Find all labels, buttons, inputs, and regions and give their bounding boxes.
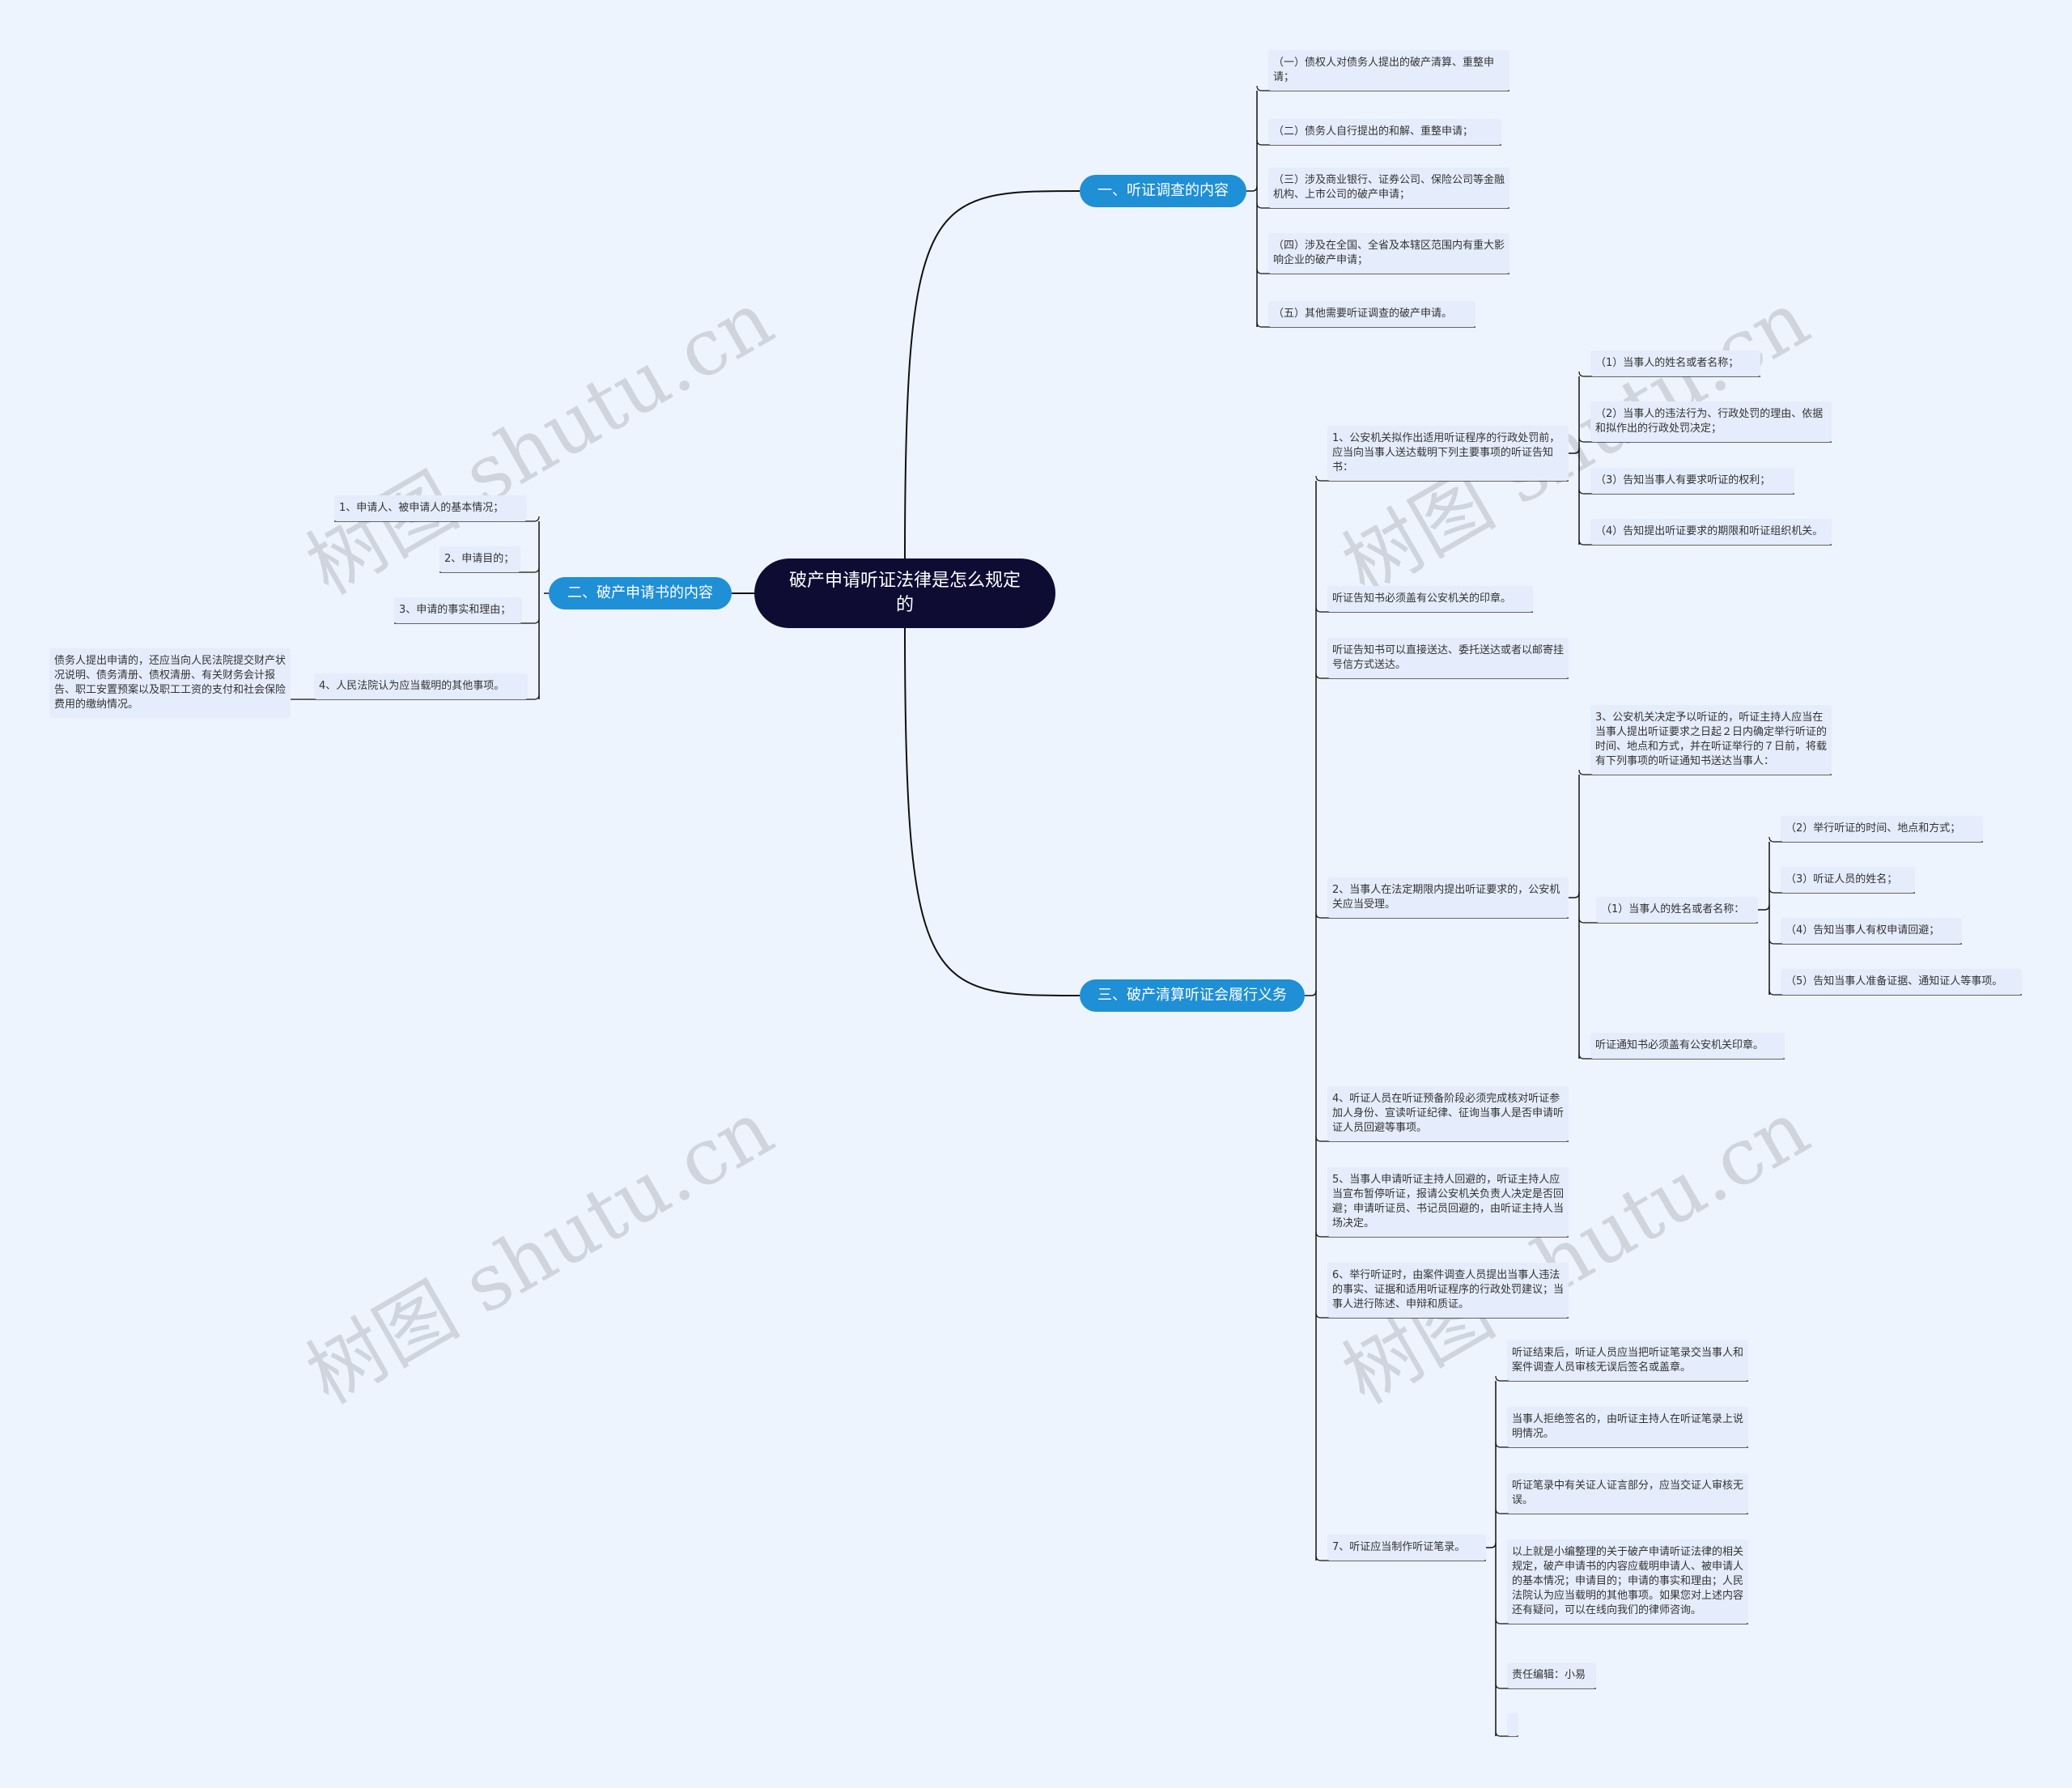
edge-child-b3-n7-item-1 xyxy=(1495,1375,1748,1382)
b3-n7[interactable]: 7、听证应当制作听证笔录。 xyxy=(1327,1535,1486,1561)
b2-item-4-note[interactable]: 债务人提出申请的，还应当向人民法院提交财产状况说明、债务清册、债权清册、有关财务… xyxy=(49,648,291,718)
b1-item-3[interactable]: （三）涉及商业银行、证券公司、保险公司等金融机构、上市公司的破产申请； xyxy=(1268,168,1509,208)
edge-joint-branch-hearing-investigation xyxy=(1251,185,1258,192)
b3-n6[interactable]: 6、举行听证时，由案件调查人员提出当事人违法的事实、证据和适用听证程序的行政处罚… xyxy=(1327,1263,1569,1318)
edge-child-b1-item-5 xyxy=(1256,321,1475,328)
b3-n4[interactable]: 4、听证人员在听证预备阶段必须完成核对听证参加人身份、宣读听证纪律、征询当事人是… xyxy=(1327,1086,1569,1141)
edge-child-b2-item-2 xyxy=(439,567,540,573)
b3-n2-c[interactable]: 听证通知书必须盖有公安机关印章。 xyxy=(1590,1033,1785,1059)
branch-hearing-obligations[interactable]: 三、破产清算听证会履行义务 xyxy=(1080,979,1305,1012)
edge-child-b3-n2-b-item-5 xyxy=(1768,989,2022,996)
b2-item-3[interactable]: 3、申请的事实和理由； xyxy=(394,597,522,623)
edge-child-b3-n7 xyxy=(1315,1555,1486,1561)
b3-n5[interactable]: 5、当事人申请听证主持人回避的，听证主持人应当宣布暂停听证，报请公安机关负责人决… xyxy=(1327,1167,1569,1237)
edge-joint-b3-n2 xyxy=(1573,892,1580,898)
b3-n1-item-1[interactable]: （1）当事人的姓名或者名称； xyxy=(1590,350,1760,376)
edge-child-b1-item-2 xyxy=(1256,139,1501,146)
b3-n2-b-item-3[interactable]: （3）听证人员的姓名； xyxy=(1781,867,1915,893)
edge-child-b3-n2-b xyxy=(1578,917,1758,924)
b3-n1-item-4[interactable]: （4）告知提出听证要求的期限和听证组织机关。 xyxy=(1590,519,1832,545)
edge-child-b3-n1-item-3 xyxy=(1578,488,1794,495)
b2-item-4[interactable]: 4、人民法院认为应当载明的其他事项。 xyxy=(314,673,528,699)
edge-joint-b3-n2-b xyxy=(1764,904,1770,911)
b3-n2-b-item-2[interactable]: （2）举行听证的时间、地点和方式； xyxy=(1781,816,1983,842)
edge-child-b3-n1 xyxy=(1315,475,1569,482)
edge-child-b3-n7-item-2 xyxy=(1495,1442,1748,1448)
edge-child-b3-n7-item-4 xyxy=(1495,1618,1748,1624)
b1-item-1[interactable]: （一）债权人对债务人提出的破产清算、重整申请； xyxy=(1268,50,1509,91)
edge-joint-b3-n7 xyxy=(1490,1542,1497,1548)
edge-root-branch-hearing-investigation xyxy=(904,190,1081,559)
edge-joint-b3-n1 xyxy=(1573,448,1580,454)
edge-child-b1-item-1 xyxy=(1256,85,1509,91)
edge-child-b3-n2-b-item-3 xyxy=(1768,887,1915,894)
edge-root-branch-hearing-obligations xyxy=(904,627,1081,996)
b3-n7-item-1[interactable]: 听证结束后，听证人员应当把听证笔录交当事人和案件调查人员审核无误后签名或盖章。 xyxy=(1507,1340,1748,1381)
edge-child-b3-n1-item-1 xyxy=(1578,371,1760,377)
edge-child-b3-n-deliver xyxy=(1315,673,1569,679)
b3-n2-b[interactable]: （1）当事人的姓名或者名称： xyxy=(1596,897,1758,923)
b1-item-4[interactable]: （四）涉及在全国、全省及本辖区范围内有重大影响企业的破产申请； xyxy=(1268,233,1509,274)
edge-child-b3-n2 xyxy=(1315,912,1569,919)
edge-child-b1-item-3 xyxy=(1256,202,1509,209)
edge-child-b3-n2-a xyxy=(1578,769,1832,775)
branch-hearing-investigation[interactable]: 一、听证调查的内容 xyxy=(1080,175,1246,207)
b3-n2-a[interactable]: 3、公安机关决定予以听证的，听证主持人应当在当事人提出听证要求之日起２日内确定举… xyxy=(1590,705,1832,775)
b1-item-5[interactable]: （五）其他需要听证调查的破产申请。 xyxy=(1268,301,1475,327)
b3-n2-b-item-5[interactable]: （5）告知当事人准备证据、通知证人等事项。 xyxy=(1781,969,2022,995)
edge-child-b3-n2-b-item-2 xyxy=(1768,836,1983,843)
b3-n1-item-2[interactable]: （2）当事人的违法行为、行政处罚的理由、依据和拟作出的行政处罚决定； xyxy=(1590,401,1832,442)
b3-n7-item-6[interactable] xyxy=(1507,1714,1518,1736)
b3-n2-b-item-4[interactable]: （4）告知当事人有权申请回避； xyxy=(1781,918,1962,944)
edge-child-b3-n-seal xyxy=(1315,606,1533,613)
branch-application-content[interactable]: 二、破产申请书的内容 xyxy=(549,577,732,609)
b3-n7-item-5[interactable]: 责任编辑：小易 xyxy=(1507,1663,1596,1688)
edge-child-b1-item-4 xyxy=(1256,268,1509,274)
edge-child-b3-n7-item-5 xyxy=(1495,1683,1596,1689)
b3-n7-item-4[interactable]: 以上就是小编整理的关于破产申请听证法律的相关规定，破产申请书的内容应载明申请人、… xyxy=(1507,1540,1748,1624)
b2-item-1[interactable]: 1、申请人、被申请人的基本情况； xyxy=(334,495,527,521)
edge-child-b3-n2-c xyxy=(1578,1053,1785,1060)
edge-child-b3-n6 xyxy=(1315,1312,1569,1319)
b3-n7-item-2[interactable]: 当事人拒绝签名的，由听证主持人在听证笔录上说明情况。 xyxy=(1507,1407,1748,1447)
b3-n-deliver[interactable]: 听证告知书可以直接送达、委托送达或者以邮寄挂号信方式送达。 xyxy=(1327,638,1569,678)
edge-child-b2-item-1 xyxy=(334,516,540,522)
b1-item-2[interactable]: （二）债务人自行提出的和解、重整申请； xyxy=(1268,119,1501,145)
edge-child-b3-n1-item-2 xyxy=(1578,436,1832,443)
edge-child-b3-n1-item-4 xyxy=(1578,539,1832,546)
b3-n1[interactable]: 1、公安机关拟作出适用听证程序的行政处罚前，应当向当事人送达载明下列主要事项的听… xyxy=(1327,426,1569,481)
edge-child-b3-n5 xyxy=(1315,1231,1569,1238)
edge-child-b2-item-4 xyxy=(314,694,540,700)
b3-n1-item-3[interactable]: （3）告知当事人有要求听证的权利； xyxy=(1590,468,1794,494)
edge-child-b3-n4 xyxy=(1315,1136,1569,1142)
b2-item-2[interactable]: 2、申请目的； xyxy=(439,546,520,572)
edge-child-b2-item-3 xyxy=(394,618,540,624)
edge-joint-branch-hearing-obligations xyxy=(1310,990,1317,996)
edge-child-b3-n7-item-6 xyxy=(1495,1731,1518,1737)
b3-n2[interactable]: 2、当事人在法定期限内提出听证要求的，公安机关应当受理。 xyxy=(1327,877,1569,918)
edge-child-b3-n2-b-item-4 xyxy=(1768,938,1962,945)
root-topic[interactable]: 破产申请听证法律是怎么规定的 xyxy=(754,558,1055,628)
edge-child-b3-n7-item-3 xyxy=(1495,1508,1748,1514)
b3-n7-item-3[interactable]: 听证笔录中有关证人证言部分，应当交证人审核无误。 xyxy=(1507,1473,1748,1514)
b3-n-seal[interactable]: 听证告知书必须盖有公安机关的印章。 xyxy=(1327,586,1533,612)
